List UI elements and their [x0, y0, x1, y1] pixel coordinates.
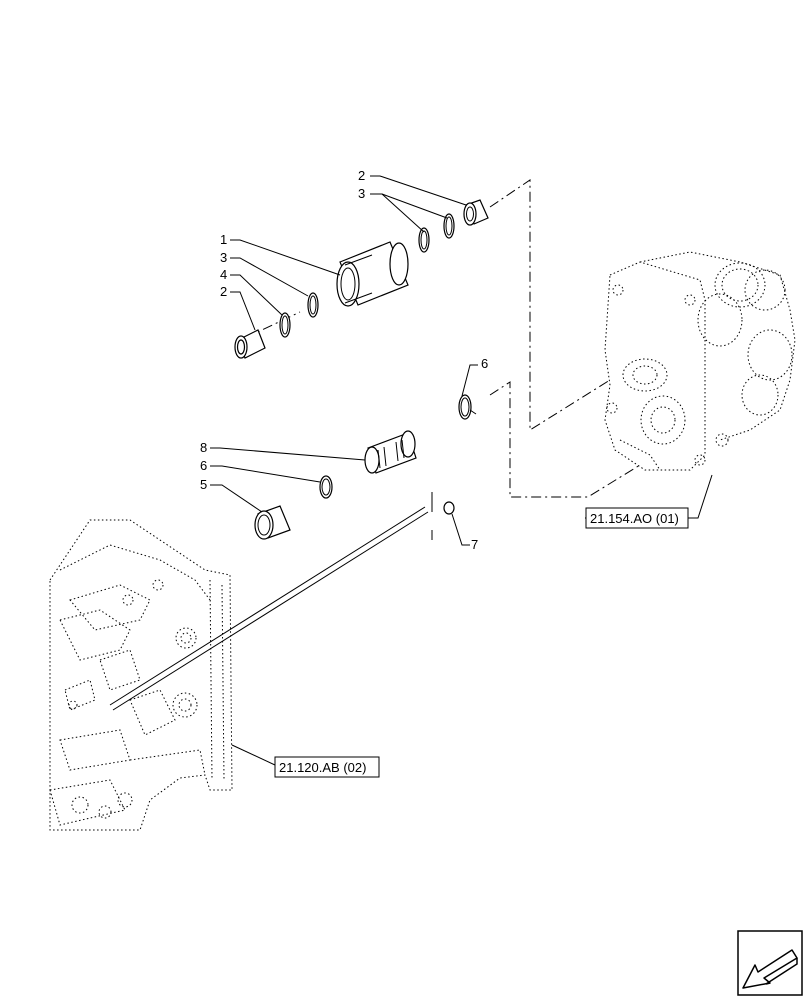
reference-box-gearbox[interactable]: 21.154.AO (01) [585, 507, 689, 529]
bushing-2-right [463, 199, 489, 226]
snap-ring-3-left [307, 292, 319, 318]
transmission-housing [49, 519, 233, 831]
callout-6-right: 6 [481, 356, 488, 371]
callout-4: 4 [220, 267, 227, 282]
callout-6-left: 6 [200, 458, 207, 473]
snap-ring-6-lower [319, 475, 333, 499]
snap-rings-3-right [418, 213, 455, 253]
callout-3-top: 3 [358, 186, 365, 201]
reference-label-gearbox: 21.154.AO (01) [590, 511, 679, 526]
long-rod [109, 492, 433, 711]
callout-5: 5 [200, 477, 207, 492]
clip-7 [443, 501, 455, 515]
callout-numbers: 2 3 1 3 4 2 6 8 6 5 7 [200, 168, 488, 552]
arrow-back-icon[interactable] [737, 930, 803, 996]
reference-label-housing: 21.120.AB (02) [279, 760, 366, 775]
needle-bearing-5 [254, 505, 291, 540]
bearing-group-upper [234, 199, 489, 359]
shaft-group-lower [254, 394, 477, 540]
callout-2-left: 2 [220, 284, 227, 299]
reference-box-housing[interactable]: 21.120.AB (02) [274, 756, 380, 778]
center-lines [244, 179, 641, 498]
ring-4 [279, 312, 291, 338]
callout-8: 8 [200, 440, 207, 455]
bushing-2-left [234, 329, 266, 359]
callout-3-left: 3 [220, 250, 227, 265]
callout-7: 7 [471, 537, 478, 552]
gearbox-assembly [604, 251, 796, 471]
leader-lines [210, 175, 713, 766]
callout-1: 1 [220, 232, 227, 247]
splined-shaft-8 [364, 430, 417, 474]
callout-2-top: 2 [358, 168, 365, 183]
sleeve-1 [336, 241, 409, 307]
snap-ring-6-upper [458, 394, 477, 420]
